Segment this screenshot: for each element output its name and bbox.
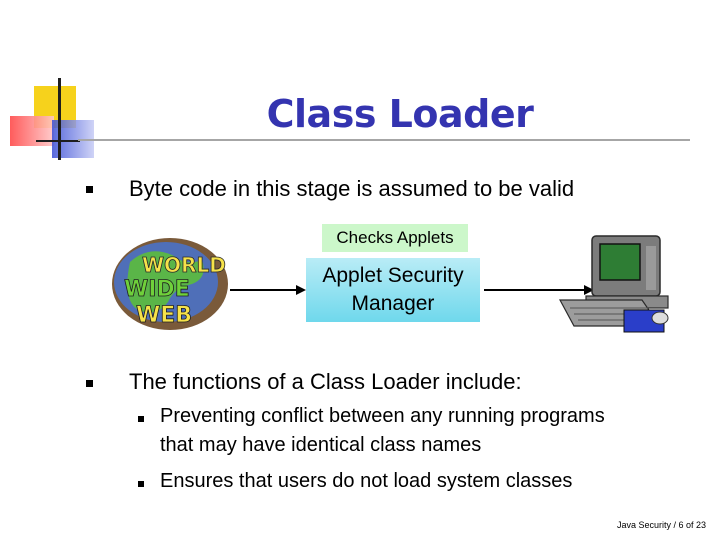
computer-icon (558, 235, 669, 333)
decor-vertical-line (58, 78, 61, 160)
sub-bullet-marker (138, 481, 144, 487)
slide-footer: Java Security / 6 of 23 (616, 520, 706, 530)
manager-line: Manager (351, 292, 435, 315)
sub-bullet-marker (138, 416, 144, 422)
bullet-text: The functions of a Class Loader include: (129, 369, 522, 394)
slide-title: Class Loader (266, 92, 534, 136)
bullet-text: Byte code in this stage is assumed to be… (129, 176, 575, 201)
arrow-web-to-manager (230, 285, 306, 295)
sub-bullet-line: Preventing conflict between any running … (160, 405, 605, 427)
web-logo-word: WEB (136, 303, 192, 328)
sub-bullet-line: that may have identical class names (160, 434, 482, 456)
arrow-manager-to-computer (484, 285, 594, 295)
web-logo-word: WIDE (124, 277, 190, 302)
checks-applets-label: Checks Applets (322, 224, 468, 252)
web-logo-word: WORLD (142, 253, 226, 277)
decor-horizontal-line (36, 140, 80, 142)
applet-security-manager-box: Applet Security Manager (306, 258, 480, 322)
title-rule (78, 139, 690, 141)
world-wide-web-logo-icon: WORLD WIDE WEB (112, 238, 228, 330)
sub-bullet-line: Ensures that users do not load system cl… (160, 470, 573, 492)
manager-line: Applet Security (322, 264, 464, 287)
bullet-marker (86, 186, 93, 193)
bullet-marker (86, 380, 93, 387)
